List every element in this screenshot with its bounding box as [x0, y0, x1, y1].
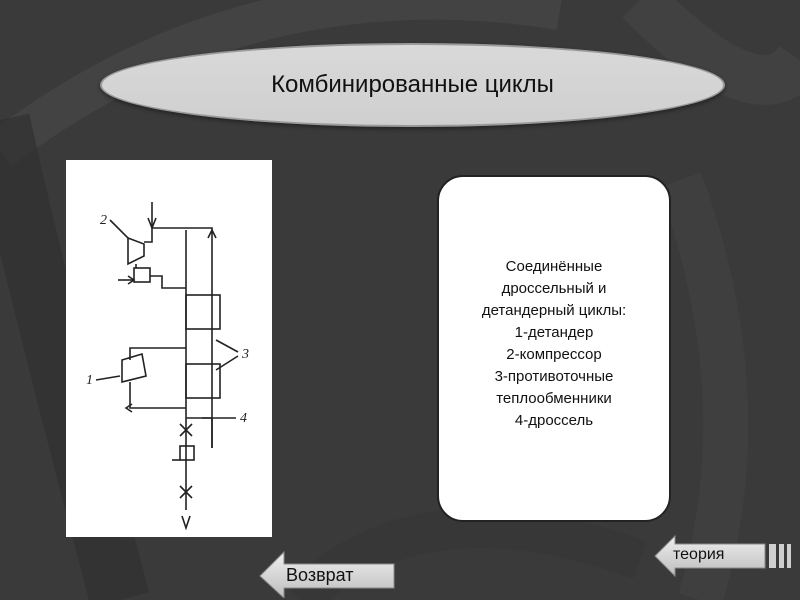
legend-line: теплообменники [496, 389, 612, 407]
legend-box: Соединённые дроссельный и детандерный ци… [437, 175, 671, 522]
theory-button[interactable]: теория [653, 534, 793, 578]
theory-arrow-icon [654, 534, 791, 578]
back-button-label: Возврат [286, 565, 354, 585]
schematic-drawing: 3 4 1 2 [86, 202, 249, 531]
legend-line: Соединённые [505, 257, 603, 275]
schematic-label-1: 1 [86, 373, 93, 388]
legend-line: детандерный циклы: [481, 301, 627, 319]
legend-line: 3-противоточные [494, 367, 614, 385]
back-arrow-icon [259, 550, 395, 598]
back-button[interactable]: Возврат [258, 550, 396, 598]
cycle-schematic-image: 3 4 1 2 [66, 160, 272, 537]
legend-text: Соединённые дроссельный и детандерный ци… [482, 256, 626, 432]
legend-line: дроссельный и [501, 279, 607, 297]
title-banner: Комбинированные циклы [100, 43, 725, 127]
theory-button-label: теория [673, 546, 725, 563]
slide-title: Комбинированные циклы [271, 71, 554, 98]
schematic-label-2: 2 [100, 213, 107, 228]
legend-line: 4-дроссель [514, 411, 594, 429]
legend-line: 2-компрессор [506, 345, 602, 363]
schematic-label-4: 4 [240, 411, 247, 426]
schematic-label-3: 3 [241, 347, 249, 362]
legend-line: 1-детандер [514, 323, 594, 341]
